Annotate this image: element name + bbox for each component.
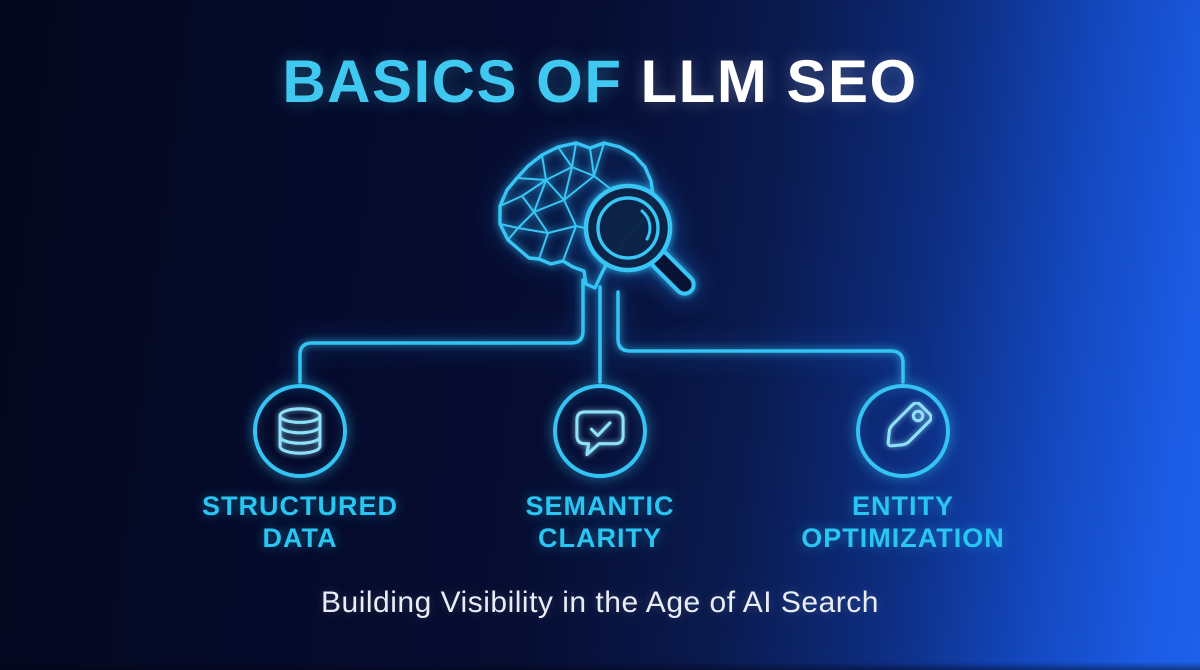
title-rest: LLM SEO [640, 48, 918, 115]
title-accent: BASICS OF [282, 48, 623, 115]
label-line: DATA [262, 523, 338, 554]
structured-data-circle [253, 384, 347, 478]
label-line: CLARITY [538, 523, 662, 554]
semantic-clarity-circle [553, 384, 647, 478]
subtitle: Building Visibility in the Age of AI Sea… [321, 586, 879, 619]
brain-magnifier-illustration [498, 141, 696, 296]
price-tag-icon [886, 402, 932, 448]
brain-icon [498, 141, 655, 290]
database-icon [278, 407, 322, 455]
chat-check-icon [575, 410, 625, 457]
label-line: STRUCTURED [202, 491, 398, 521]
entity-optimization-circle [856, 384, 950, 478]
entity-optimization-label: ENTITY OPTIMIZATION [743, 490, 1063, 555]
label-line: OPTIMIZATION [801, 523, 1005, 554]
label-line: ENTITY [851, 491, 954, 521]
semantic-clarity-label: SEMANTIC CLARITY [440, 490, 760, 555]
magnifying-glass-icon [583, 183, 696, 296]
label-line: SEMANTIC [525, 491, 675, 521]
structured-data-label: STRUCTURED DATA [140, 490, 460, 555]
